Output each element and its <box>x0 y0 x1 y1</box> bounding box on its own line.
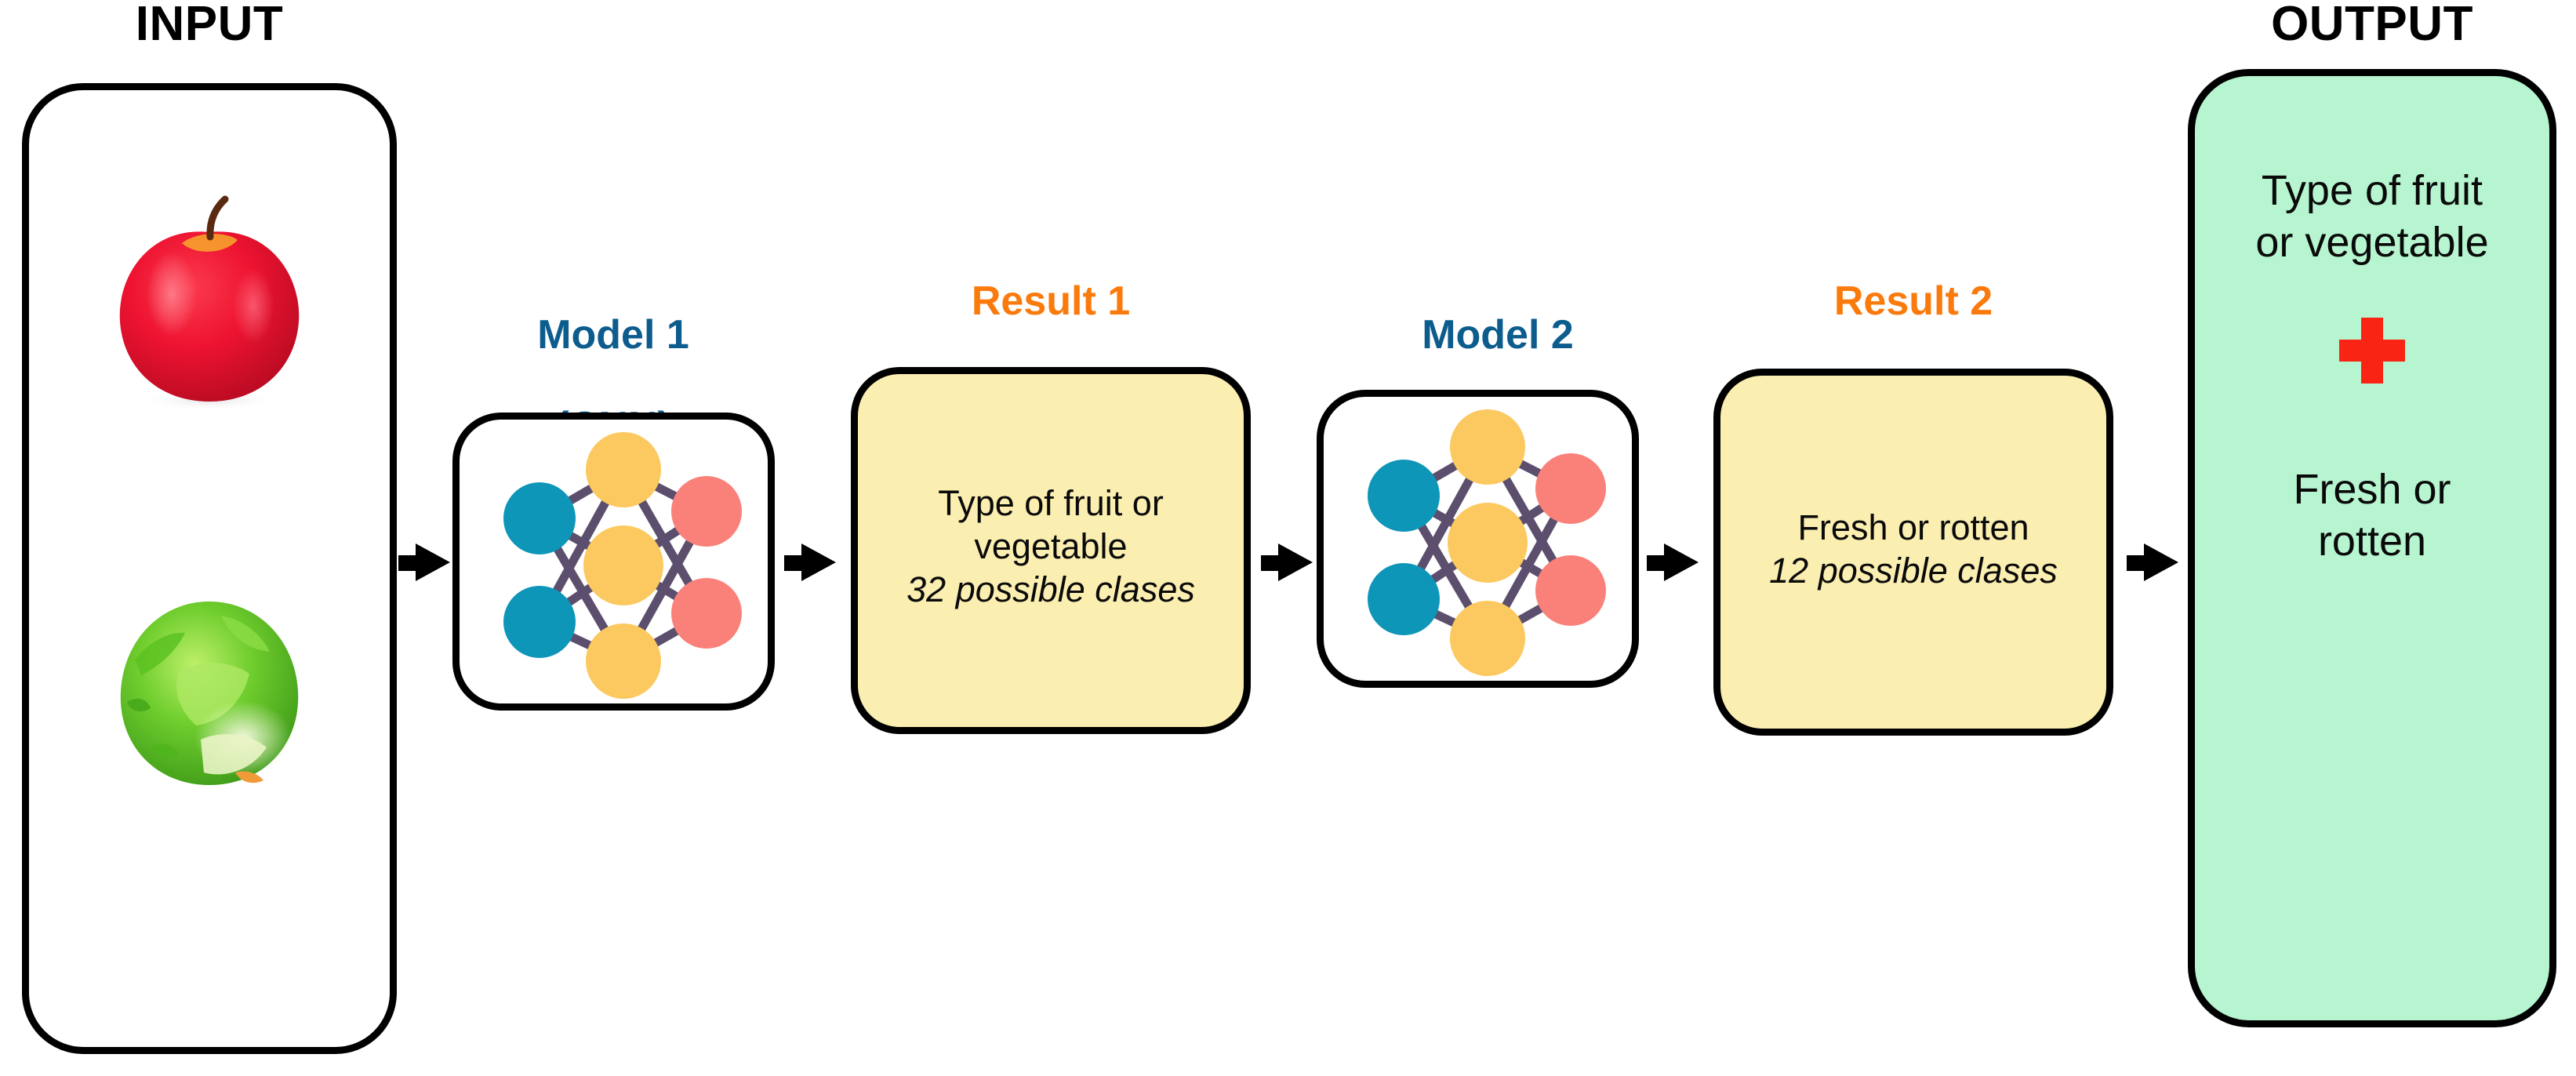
output-line-1: Type of fruit or vegetable <box>2195 165 2549 269</box>
arrow-result-2-to-output <box>2127 543 2180 581</box>
output-caption: OUTPUT <box>2271 0 2473 51</box>
nn-output-node-1 <box>1535 453 1606 524</box>
neural-network-icon <box>469 416 775 714</box>
result-1-body-line2: vegetable <box>974 525 1128 566</box>
result-1-body: Type of fruit or vegetable 32 possible c… <box>858 482 1244 612</box>
input-panel <box>22 83 397 1054</box>
arrow-input-to-model-1 <box>398 543 452 581</box>
nn-input-node-1 <box>503 482 576 554</box>
model-2-panel <box>1317 390 1639 688</box>
nn-hidden-node-1 <box>1450 409 1525 485</box>
model-1-label-line1: Model 1 <box>537 312 689 358</box>
nn-output-node-1 <box>671 476 742 547</box>
nn-output-node-2 <box>1535 555 1606 626</box>
nn-input-node-1 <box>1368 460 1440 532</box>
neural-network-icon <box>1333 394 1639 692</box>
nn-input-node-2 <box>503 586 576 658</box>
result-1-body-italic: 32 possible clases <box>907 569 1195 609</box>
arrow-result-1-to-model-2 <box>1261 543 1314 581</box>
result-1-body-line1: Type of fruit or <box>938 483 1164 523</box>
output-text-line2: or vegetable <box>2255 218 2489 266</box>
result-1-panel: Type of fruit or vegetable 32 possible c… <box>851 367 1251 734</box>
result-2-body-italic: 12 possible clases <box>1769 550 2058 591</box>
arrow-model-2-to-result-2 <box>1647 543 1700 581</box>
output-line-2: Fresh or rotten <box>2195 464 2549 568</box>
result-1-label: Result 1 <box>971 278 1131 324</box>
output-text-line4: rotten <box>2317 517 2427 565</box>
nn-hidden-node-2 <box>1448 503 1528 583</box>
red-apple-photo <box>107 188 311 416</box>
output-text-line1: Type of fruit <box>2261 167 2483 214</box>
result-2-body: Fresh or rotten 12 possible clases <box>1720 507 2106 593</box>
plus-icon <box>2339 318 2405 384</box>
arrow-model-1-to-result-1 <box>784 543 837 581</box>
result-2-label: Result 2 <box>1833 278 1993 324</box>
output-text-line3: Fresh or <box>2293 466 2451 513</box>
result-2-panel: Fresh or rotten 12 possible clases <box>1713 369 2113 736</box>
nn-input-node-2 <box>1368 563 1440 635</box>
nn-hidden-node-3 <box>586 623 661 699</box>
input-caption: INPUT <box>135 0 284 51</box>
result-2-body-line1: Fresh or rotten <box>1797 507 2029 547</box>
lettuce-photo <box>104 584 315 804</box>
nn-hidden-node-1 <box>586 432 661 507</box>
output-panel: Type of fruit or vegetable Fresh or rott… <box>2188 69 2556 1027</box>
nn-hidden-node-2 <box>583 525 663 605</box>
nn-output-node-2 <box>671 578 742 649</box>
model-2-label-line1: Model 2 <box>1422 312 1574 358</box>
nn-hidden-node-3 <box>1450 601 1525 676</box>
model-1-panel <box>452 413 775 711</box>
